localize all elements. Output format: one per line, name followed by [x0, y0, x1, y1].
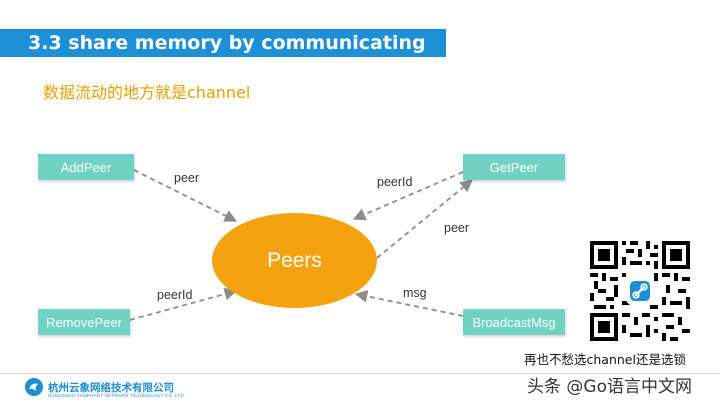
- footer-divider: [0, 373, 720, 374]
- edge-label-removepeer: peerId: [157, 288, 193, 302]
- edge-label-getpeer-out: peer: [444, 221, 470, 235]
- edge-broadcast-peers: [354, 290, 464, 317]
- edge-getpeer-peers: [352, 171, 464, 221]
- edge-peers-getpeer: [376, 179, 473, 259]
- qr-caption: 再也不愁选channel还是选锁: [524, 352, 686, 367]
- edge-label-getpeer-in: peerId: [377, 175, 413, 189]
- company-name-en: HANGZHOU YUNPHANT NETWORK TECHNOLOGY CO.…: [48, 393, 184, 398]
- title-bar: 3.3 share memory by communicating: [0, 29, 446, 57]
- edge-label-addpeer: peer: [174, 171, 200, 185]
- slide-subtitle: 数据流动的地方就是channel: [43, 83, 251, 102]
- node-peers: Peers: [212, 213, 377, 308]
- node-removepeer: RemovePeer: [38, 309, 130, 335]
- node-addpeer: AddPeer: [38, 154, 134, 180]
- edge-addpeer-peers: [133, 169, 238, 222]
- node-getpeer: GetPeer: [463, 154, 565, 180]
- watermark: 头条 @Go语言中文网: [527, 377, 692, 397]
- edge-label-broadcast: msg: [403, 286, 427, 300]
- slide-title: 3.3 share memory by communicating: [28, 32, 426, 54]
- edge-removepeer-peers: [129, 287, 238, 321]
- qr-code-icon: [590, 241, 690, 341]
- node-broadcastmsg: BroadcastMsg: [463, 309, 565, 335]
- company-logo-icon: [25, 378, 43, 396]
- company-name: 杭州云象网络技术有限公司: [48, 382, 174, 394]
